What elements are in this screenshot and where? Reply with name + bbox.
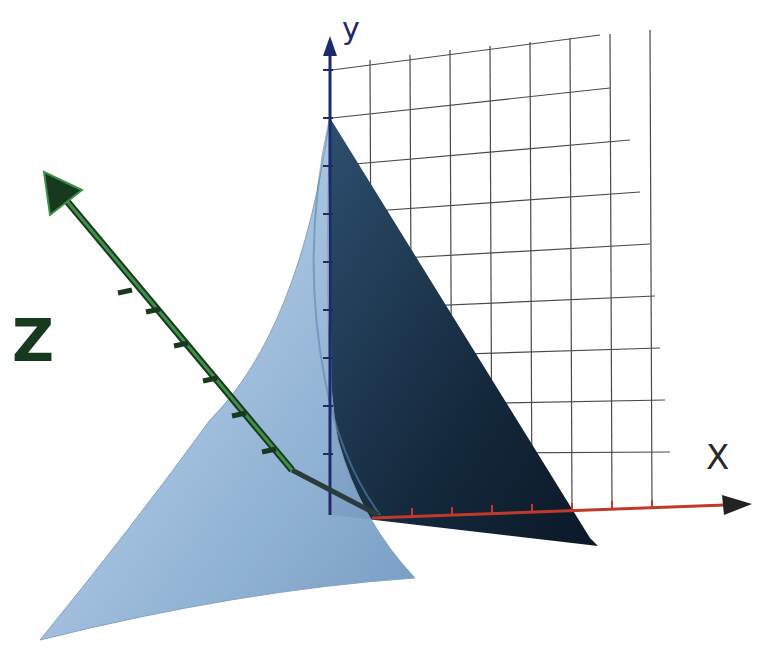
z-axis bbox=[66, 200, 292, 470]
blue-surface bbox=[40, 118, 415, 640]
x-axis-label: X bbox=[706, 440, 729, 474]
y-axis-label: y bbox=[342, 14, 360, 44]
y-axis bbox=[329, 52, 332, 515]
z-axis-label: Z bbox=[12, 312, 54, 370]
x-axis bbox=[372, 505, 725, 518]
dark-triangle bbox=[330, 118, 598, 546]
